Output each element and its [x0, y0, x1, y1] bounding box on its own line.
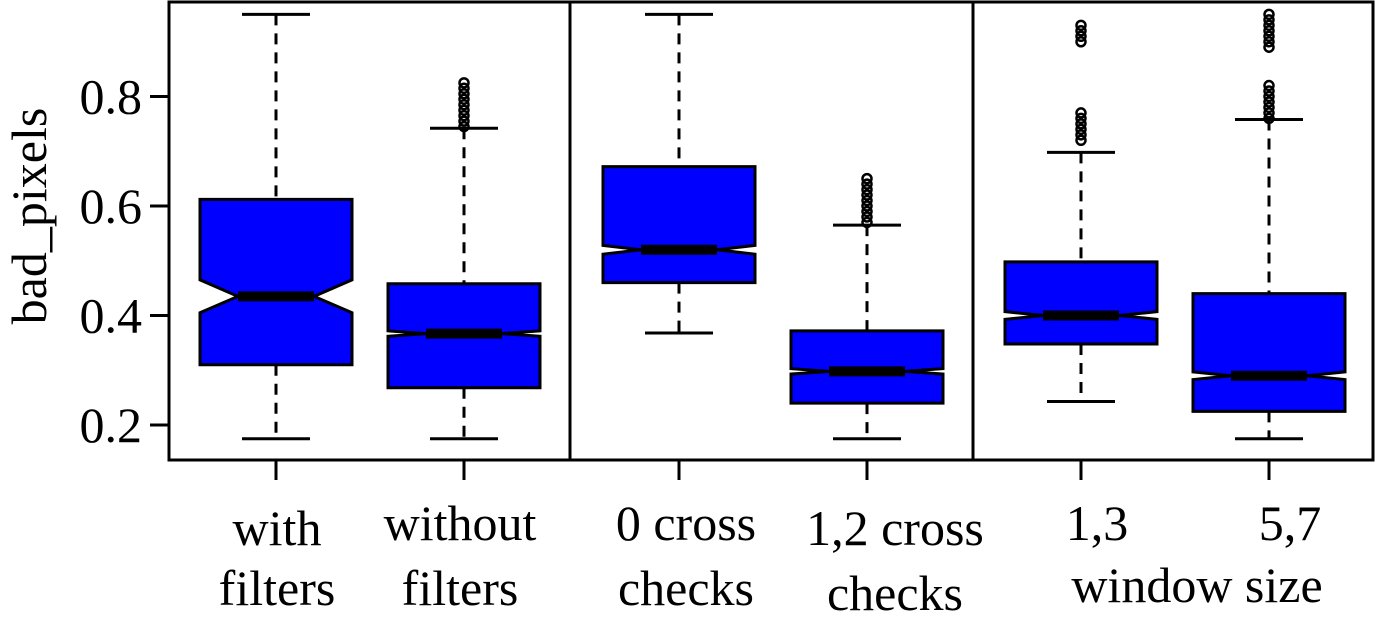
outlier-point: [1263, 25, 1275, 37]
y-axis-title: bad_pixels: [1, 108, 57, 325]
x-category-label: 1,2 cross: [806, 500, 984, 556]
outlier-point: [1263, 36, 1275, 48]
outlier-point: [458, 109, 470, 122]
x-category-label: without: [384, 495, 537, 551]
x-category-label: filters: [402, 560, 519, 616]
outlier-point: [458, 104, 470, 116]
x-category-label: 1,3: [1066, 495, 1129, 551]
outlier-point: [1263, 79, 1275, 92]
outlier-point: [861, 200, 873, 212]
outlier-point: [1075, 129, 1087, 141]
outlier-point: [861, 205, 873, 218]
y-tick-label-1: 0.4: [80, 288, 143, 344]
outlier-point: [1263, 96, 1275, 108]
outlier-point: [1075, 36, 1087, 48]
x-category-label: 0 cross: [616, 495, 756, 551]
y-tick-label-0: 0.2: [80, 397, 143, 453]
outlier-point: [458, 82, 470, 95]
outlier-point: [458, 115, 470, 127]
outlier-point: [1263, 19, 1275, 32]
box-body: [1003, 260, 1159, 346]
box-6: [1191, 8, 1347, 441]
outlier-point: [1075, 123, 1087, 136]
x-category-label: checks: [618, 560, 754, 616]
outlier-point: [861, 194, 873, 207]
x-category-label: 5,7: [1259, 495, 1322, 551]
outlier-point: [1263, 101, 1275, 114]
x-category-label: checks: [827, 565, 963, 618]
outlier-point: [861, 178, 873, 190]
outlier-point: [1075, 118, 1087, 130]
box-1: [198, 12, 354, 441]
outlier-point: [861, 211, 873, 223]
boxes-layer: [198, 8, 1347, 441]
outlier-point: [1075, 112, 1087, 125]
outlier-point: [1075, 19, 1087, 32]
outlier-point: [1263, 8, 1275, 21]
outlier-point: [458, 93, 470, 105]
x-category-label: filters: [219, 560, 336, 616]
box-body: [198, 197, 354, 367]
panel-frames: [167, 0, 1375, 462]
outlier-point: [1075, 30, 1087, 43]
x-group-label: window size: [1071, 557, 1322, 613]
outlier-point: [1263, 90, 1275, 103]
box-body: [601, 165, 757, 285]
outlier-point: [1075, 107, 1087, 119]
box-body: [1191, 292, 1347, 413]
outlier-point: [1263, 85, 1275, 97]
outlier-point: [861, 172, 873, 185]
y-tick-label-3: 0.8: [80, 69, 143, 125]
outlier-point: [458, 88, 470, 100]
outlier-point: [458, 77, 470, 89]
outlier-point: [1263, 107, 1275, 119]
outlier-point: [1075, 134, 1087, 147]
outlier-point: [861, 216, 873, 229]
panel-frame-3: [971, 0, 1375, 462]
outlier-point: [458, 120, 470, 133]
outlier-point: [1263, 14, 1275, 26]
outlier-point: [1263, 112, 1275, 125]
box-2: [386, 77, 542, 441]
outlier-point: [1263, 30, 1275, 43]
outlier-point: [1263, 41, 1275, 53]
x-category-label: with: [233, 500, 322, 556]
outlier-point: [458, 98, 470, 111]
outlier-point: [1075, 25, 1087, 37]
y-axis: 0.2 0.4 0.6 0.8: [80, 69, 169, 453]
box-4: [789, 172, 945, 441]
outlier-point: [861, 189, 873, 201]
y-tick-label-2: 0.6: [80, 178, 143, 234]
box-3: [601, 12, 757, 335]
outlier-point: [861, 183, 873, 196]
box-5: [1003, 19, 1159, 403]
